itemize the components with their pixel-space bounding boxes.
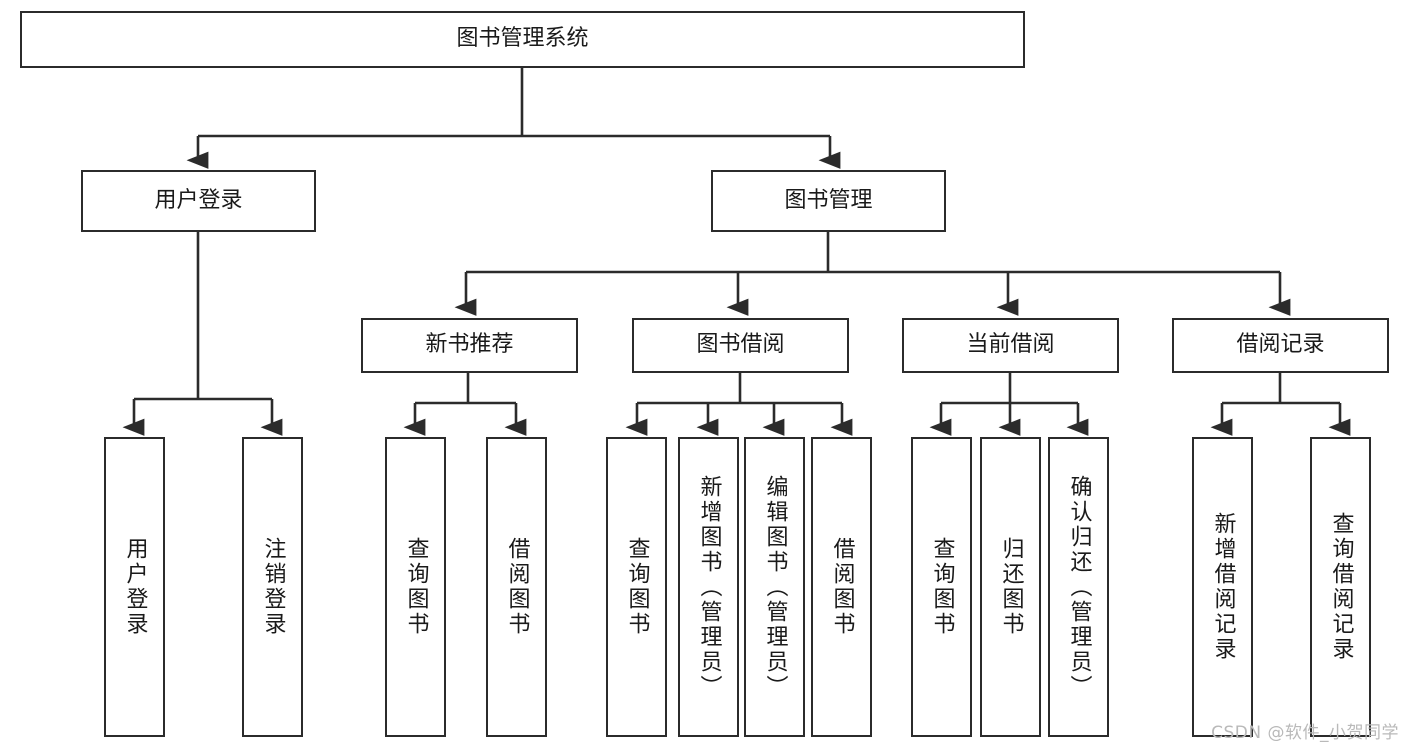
leaf-return-book[interactable]: 归还图书 — [980, 437, 1041, 737]
node-label: 新增图书（管理员） — [696, 474, 722, 700]
node-label: 确认归还（管理员） — [1066, 474, 1092, 700]
node-label: 借阅图书 — [829, 537, 855, 637]
node-label: 图书管理 — [784, 187, 873, 213]
node-current-borrow[interactable]: 当前借阅 — [902, 318, 1119, 373]
leaf-query-book-recommend[interactable]: 查询图书 — [385, 437, 446, 737]
node-label: 查询图书 — [929, 537, 955, 637]
leaf-add-borrow-record[interactable]: 新增借阅记录 — [1192, 437, 1253, 737]
node-label: 编辑图书（管理员） — [762, 474, 788, 700]
node-label: 查询图书 — [624, 537, 650, 637]
node-label: 借阅记录 — [1236, 332, 1325, 358]
leaf-user-login[interactable]: 用户登录 — [104, 437, 165, 737]
watermark: CSDN @软件_小贺同学 — [1211, 723, 1399, 743]
node-label: 当前借阅 — [966, 332, 1055, 358]
node-label: 查询借阅记录 — [1328, 512, 1354, 662]
node-book-borrow[interactable]: 图书借阅 — [632, 318, 849, 373]
leaf-add-book-admin[interactable]: 新增图书（管理员） — [678, 437, 739, 737]
node-label: 查询图书 — [403, 537, 429, 637]
node-user-login[interactable]: 用户登录 — [81, 170, 316, 232]
node-borrow-record[interactable]: 借阅记录 — [1172, 318, 1389, 373]
node-new-book-recommend[interactable]: 新书推荐 — [361, 318, 578, 373]
node-label: 图书借阅 — [696, 332, 785, 358]
node-label: 借阅图书 — [504, 537, 530, 637]
node-label: 新增借阅记录 — [1210, 512, 1236, 662]
node-root-system[interactable]: 图书管理系统 — [20, 11, 1025, 68]
leaf-borrow-book[interactable]: 借阅图书 — [811, 437, 872, 737]
node-label: 归还图书 — [998, 537, 1024, 637]
leaf-edit-book-admin[interactable]: 编辑图书（管理员） — [744, 437, 805, 737]
node-label: 注销登录 — [260, 537, 286, 637]
node-label: 图书管理系统 — [456, 26, 589, 52]
node-book-management[interactable]: 图书管理 — [711, 170, 946, 232]
node-label: 新书推荐 — [425, 332, 514, 358]
node-label: 用户登录 — [122, 537, 148, 637]
leaf-query-book-current[interactable]: 查询图书 — [911, 437, 972, 737]
leaf-logout[interactable]: 注销登录 — [242, 437, 303, 737]
leaf-query-book[interactable]: 查询图书 — [606, 437, 667, 737]
leaf-query-borrow-record[interactable]: 查询借阅记录 — [1310, 437, 1371, 737]
leaf-confirm-return-admin[interactable]: 确认归还（管理员） — [1048, 437, 1109, 737]
leaf-borrow-book-recommend[interactable]: 借阅图书 — [486, 437, 547, 737]
node-label: 用户登录 — [154, 187, 243, 213]
